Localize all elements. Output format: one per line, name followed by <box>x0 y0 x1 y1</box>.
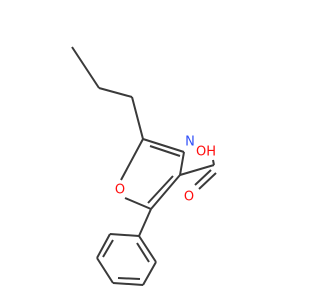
bond-c2-n3-inner <box>149 145 181 157</box>
carbonyl-oxygen-label: O <box>184 190 194 205</box>
carboxylic-acid <box>179 159 217 190</box>
bond-ph3-ph4 <box>96 257 114 284</box>
bond-ph5-ph6 <box>142 261 157 286</box>
bond-c-o-double <box>194 169 212 186</box>
butyl-chain <box>71 46 144 140</box>
bond-ph-inner-1 <box>102 239 114 258</box>
bond-c-oh <box>212 159 215 166</box>
bond-c-o-double-2 <box>198 172 217 190</box>
phenyl-ring <box>96 208 157 286</box>
bond-c4-cooh <box>179 164 215 176</box>
bond-c2-n3 <box>142 138 185 153</box>
bond-c1-c2 <box>71 46 100 89</box>
bond-o1-c2 <box>120 138 144 181</box>
bond-ph-inner-2 <box>117 277 141 280</box>
bond-c5-ph <box>138 208 152 237</box>
bond-ph6-ph1 <box>138 235 157 263</box>
bond-ph2-ph3 <box>96 233 111 259</box>
bond-c4-c5 <box>150 174 181 210</box>
bond-c5-o1 <box>124 197 152 210</box>
hydroxyl-label: OH <box>196 145 216 160</box>
ring-oxygen-label: O <box>115 183 125 198</box>
bond-ph1-ph2 <box>109 233 140 237</box>
bond-ph4-ph5 <box>112 282 144 286</box>
oxazole-ring <box>120 138 185 210</box>
nitrogen-label: N <box>185 135 195 150</box>
bond-n3-c4 <box>179 151 185 176</box>
bond-c4-c5-inner <box>147 175 174 204</box>
bond-c3-c4 <box>131 96 144 140</box>
bond-c2-c3 <box>98 87 133 98</box>
bond-ph-inner-3 <box>136 242 150 263</box>
structure-diagram: N O OH O <box>71 46 217 286</box>
